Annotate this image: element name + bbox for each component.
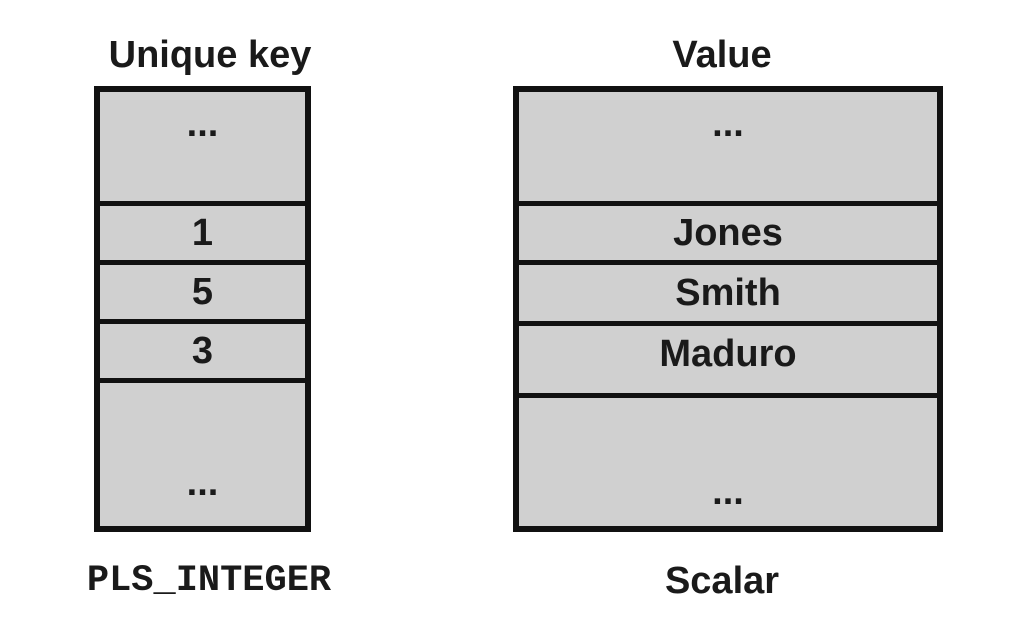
key-type-label: PLS_INTEGER	[86, 560, 332, 602]
key-top-ellipsis-cell: ...	[100, 92, 305, 201]
value-column: ... Jones Smith Maduro ...	[513, 86, 943, 532]
key-cell: 3	[100, 319, 305, 378]
key-cell: 1	[100, 201, 305, 260]
value-bottom-ellipsis: ...	[712, 471, 744, 513]
value-top-ellipsis-cell: ...	[519, 92, 937, 201]
value-top-ellipsis: ...	[712, 103, 744, 145]
key-bottom-ellipsis-cell: ...	[100, 378, 305, 517]
value-cell: Jones	[519, 201, 937, 260]
key-top-ellipsis: ...	[186, 103, 219, 145]
value-cell: Maduro	[519, 321, 937, 393]
value-type-label: Scalar	[664, 560, 780, 602]
value-bottom-ellipsis-cell: ...	[519, 393, 937, 526]
unique-key-column: ... 1 5 3 ...	[94, 86, 311, 532]
value-cell: Smith	[519, 260, 937, 321]
key-bottom-ellipsis: ...	[186, 462, 219, 504]
value-heading: Value	[672, 34, 772, 76]
unique-key-heading: Unique key	[108, 34, 312, 76]
key-cell: 5	[100, 260, 305, 319]
